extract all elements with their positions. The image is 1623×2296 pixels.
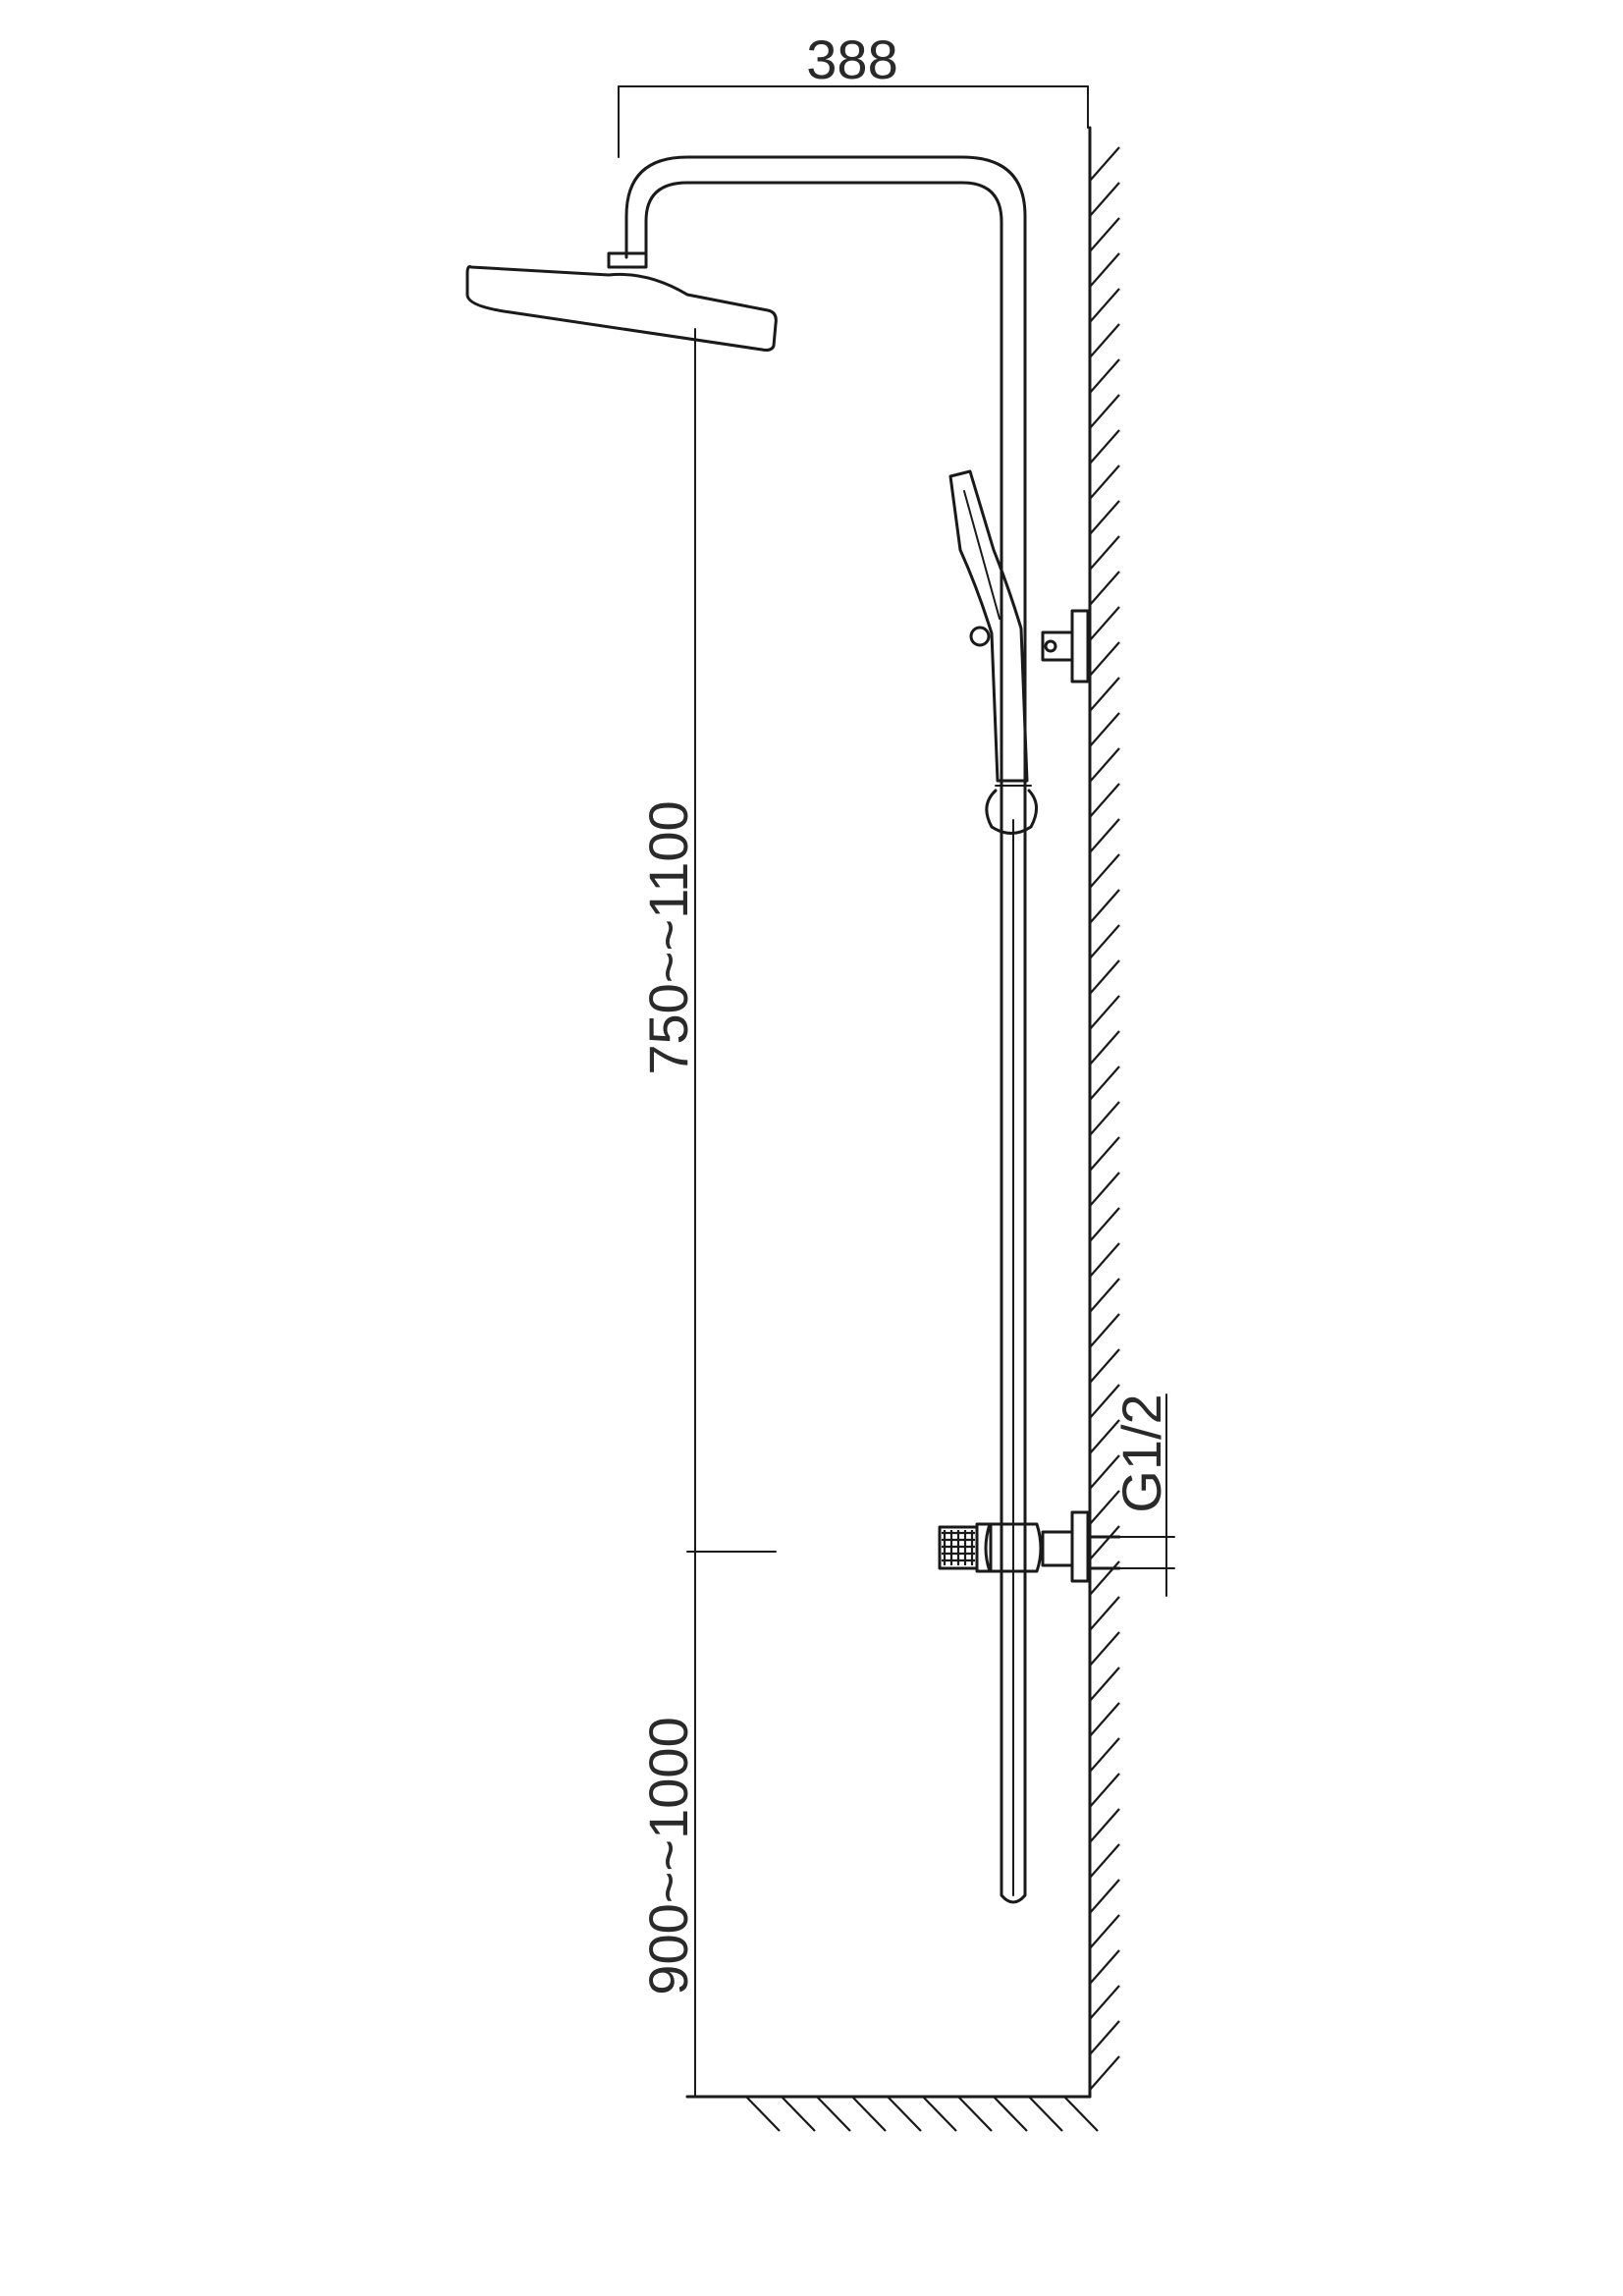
wall-hatch-stroke [1089, 217, 1120, 252]
wall-hatch-stroke [1089, 2020, 1120, 2055]
riser-outer-edge [624, 155, 1027, 788]
floor-hatch-stroke [887, 2096, 922, 2132]
wall-hatch-stroke [1089, 1773, 1120, 1808]
dimension-top-width: 388 [618, 28, 1089, 158]
wall-hatch-stroke [1089, 1525, 1120, 1560]
overhead-shower-head [465, 251, 778, 352]
wall-hatch-stroke [1089, 358, 1120, 394]
floor-hatch-stroke [993, 2096, 1028, 2132]
floor-hatch-stroke [851, 2096, 887, 2132]
wall-hatch-stroke [1089, 606, 1120, 641]
wall-hatch-stroke [1089, 146, 1120, 182]
floor-hatch-stroke [1028, 2096, 1063, 2132]
wall-hatch-stroke [1089, 959, 1120, 995]
wall-hatch-stroke [1089, 394, 1120, 429]
wall-hatch-stroke [1089, 924, 1120, 959]
wall-hatch-stroke [1089, 288, 1120, 323]
wall-hatch-stroke [1089, 1879, 1120, 1914]
wall-hatch-stroke [1089, 1066, 1120, 1101]
wall-hatch-stroke [1089, 1454, 1120, 1490]
hand-shower-face-line [963, 490, 1001, 620]
wall-hatch-stroke [1089, 1136, 1120, 1172]
shower-head-connector [607, 251, 648, 269]
mixer-connector [1041, 1530, 1074, 1567]
riser-inner-edge [644, 181, 1003, 788]
wall-hatch-stroke [1089, 1101, 1120, 1136]
wall-hatch-stroke [1089, 1737, 1120, 1773]
wall-hatch-stroke [1089, 853, 1120, 889]
dimension-top-width-label: 388 [806, 28, 897, 90]
wall-hatch-stroke [1089, 641, 1120, 677]
wall-hatch-stroke [1089, 1702, 1120, 1737]
dimension-vertical: 750~~1100 900~~1000 [637, 328, 777, 2098]
wall-hatch-stroke [1089, 712, 1120, 747]
wall-hatch-stroke [1089, 818, 1120, 853]
mixer-wall-flange [1070, 1510, 1090, 1583]
shower-riser-pipe [624, 155, 1027, 1904]
hand-shower-body [948, 469, 1029, 783]
wall-hatch-stroke [1089, 889, 1120, 924]
wall-hatch-stroke [1089, 1808, 1120, 1843]
dimension-upper-height-label: 750~~1100 [637, 800, 699, 1074]
wall-hatch-stroke [1089, 783, 1120, 818]
mixer-handle [938, 1525, 979, 1570]
upper-bracket-flange [1070, 609, 1090, 683]
wall-hatch-stroke [1089, 1278, 1120, 1313]
floor-hatch-stroke [957, 2096, 993, 2132]
upper-bracket-arm [1041, 630, 1074, 662]
wall-hatch-stroke [1089, 2055, 1120, 2091]
wall-hatch-stroke [1089, 465, 1120, 500]
mixer-body [984, 1522, 1043, 1573]
floor-hatching [745, 2096, 1099, 2132]
mixer-valve [938, 1510, 1121, 1583]
floor-hatch-stroke [816, 2096, 851, 2132]
wall-hatch-stroke [1089, 1667, 1120, 1702]
floor-hatch-stroke [745, 2096, 781, 2132]
wall-hatch-stroke [1089, 1843, 1120, 1879]
wall-hatch-stroke [1089, 1030, 1120, 1066]
upper-bracket-screw [1044, 639, 1057, 653]
hand-shower [948, 469, 1038, 835]
wall-hatch-stroke [1089, 1313, 1120, 1348]
wall-hatch-stroke [1089, 1596, 1120, 1631]
shower-head-body [465, 265, 778, 352]
wall-hatching [1089, 146, 1120, 2091]
floor-hatch-stroke [922, 2096, 957, 2132]
wall-hatch-stroke [1089, 1172, 1120, 1207]
wall-hatch-stroke [1089, 182, 1120, 217]
wall-hatch-stroke [1089, 1207, 1120, 1242]
wall-hatch-stroke [1089, 1631, 1120, 1667]
wall-hatch-stroke [1089, 747, 1120, 783]
dimension-lower-height-label: 900~~1000 [637, 1717, 699, 1995]
floor-hatch-stroke [1063, 2096, 1099, 2132]
wall-hatch-stroke [1089, 500, 1120, 535]
wall-hatch-stroke [1089, 1949, 1120, 1985]
wall-hatch-stroke [1089, 1348, 1120, 1384]
wall-hatch-stroke [1089, 1985, 1120, 2020]
wall-hatch-stroke [1089, 677, 1120, 712]
wall-hatch-stroke [1089, 1384, 1120, 1419]
slide-bar [1000, 784, 1027, 1904]
wall-hatch-stroke [1089, 995, 1120, 1030]
hand-shower-holder-ring [985, 789, 1038, 835]
upper-wall-bracket [1041, 609, 1090, 683]
wall-hatch-stroke [1089, 252, 1120, 288]
wall-hatch-stroke [1089, 535, 1120, 571]
floor [685, 2095, 1099, 2132]
wall [1088, 126, 1120, 2099]
wall-hatch-stroke [1089, 1560, 1120, 1596]
wall-hatch-stroke [1089, 1242, 1120, 1278]
wall-hatch-stroke [1089, 1419, 1120, 1454]
wall-hatch-stroke [1089, 323, 1120, 358]
wall-hatch-stroke [1089, 1914, 1120, 1949]
wall-hatch-stroke [1089, 429, 1120, 465]
wall-hatch-stroke [1089, 1490, 1120, 1525]
inlet-thread-label: G1/2 [1110, 1394, 1172, 1512]
floor-hatch-stroke [781, 2096, 816, 2132]
mixer-handle-grip-texture [942, 1530, 975, 1565]
wall-hatch-stroke [1089, 571, 1120, 606]
dimension-inlet-thread: G1/2 [1091, 1394, 1175, 1597]
hand-shower-button [969, 626, 991, 647]
